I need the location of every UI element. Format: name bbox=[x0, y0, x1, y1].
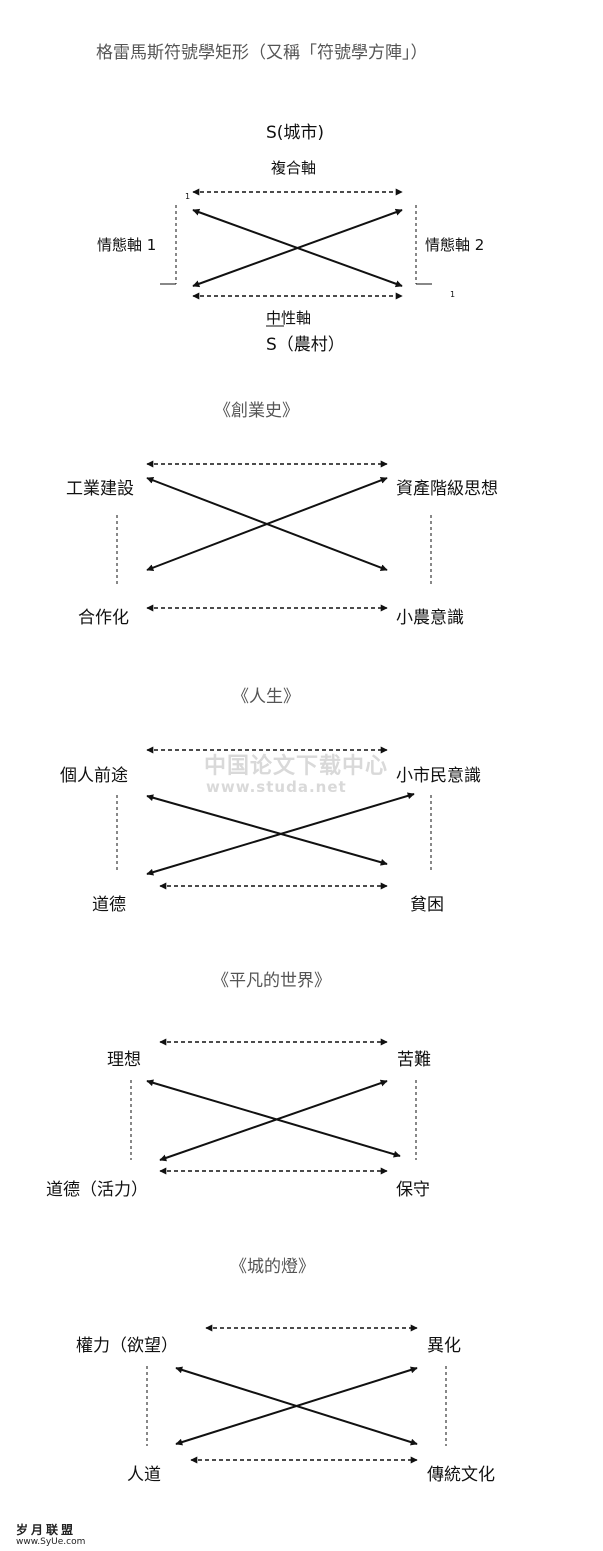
compound-axis-label: 複合軸 bbox=[271, 159, 317, 177]
novel-title-3: 《平凡的世界》 bbox=[212, 971, 331, 991]
square-pingfan bbox=[130, 1038, 417, 1175]
novel-title-4: 《城的燈》 bbox=[230, 1257, 315, 1277]
term-tl-4: 權力（欲望） bbox=[76, 1336, 178, 1356]
term-tl-3: 理想 bbox=[107, 1050, 141, 1070]
term-tr-2: 小市民意識 bbox=[396, 766, 481, 786]
page-title: 格雷馬斯符號學矩形（又稱「符號學方陣」） bbox=[96, 43, 428, 63]
footnote-mark-2: 1 bbox=[450, 290, 456, 299]
term-tr-3: 苦難 bbox=[397, 1050, 431, 1070]
term-br-3: 保守 bbox=[396, 1180, 430, 1200]
novel-title-1: 《創業史》 bbox=[214, 401, 299, 421]
term-tl-1: 工業建設 bbox=[66, 479, 134, 499]
neutral-axis-label: 中性軸 bbox=[266, 309, 312, 327]
term-br-4: 傳統文化 bbox=[427, 1465, 495, 1485]
term-tl-2: 個人前途 bbox=[60, 766, 128, 786]
footer-logo-text: 岁月联盟 bbox=[16, 1523, 77, 1537]
term-bl-3: 道德（活力） bbox=[46, 1180, 148, 1200]
square-chengdedeng bbox=[146, 1324, 447, 1464]
term-tr-1: 資產階級思想 bbox=[396, 479, 498, 499]
term-br-2: 貧困 bbox=[410, 895, 444, 915]
square-chuangyeshi bbox=[116, 460, 432, 612]
watermark-url: www.studa.net bbox=[206, 778, 347, 796]
footnote-mark-1: 1 bbox=[185, 192, 191, 201]
top-term-label: S(城市) bbox=[266, 123, 325, 143]
term-tr-4: 異化 bbox=[427, 1336, 461, 1356]
square-rensheng bbox=[116, 746, 432, 890]
term-bl-4: 人道 bbox=[127, 1465, 161, 1485]
emotion-axis-1-label: 情態軸 1 bbox=[97, 236, 157, 254]
bottom-term-label: S（農村） bbox=[266, 335, 345, 355]
theory-square bbox=[160, 188, 432, 327]
watermark-title: 中国论文下载中心 bbox=[204, 754, 389, 779]
emotion-axis-2-label: 情態軸 2 bbox=[425, 236, 485, 254]
term-br-1: 小農意識 bbox=[396, 608, 464, 628]
footer-url: www.SyUe.com bbox=[16, 1537, 86, 1547]
novel-title-2: 《人生》 bbox=[232, 687, 300, 707]
term-bl-2: 道德 bbox=[92, 895, 126, 915]
term-bl-1: 合作化 bbox=[78, 608, 129, 628]
